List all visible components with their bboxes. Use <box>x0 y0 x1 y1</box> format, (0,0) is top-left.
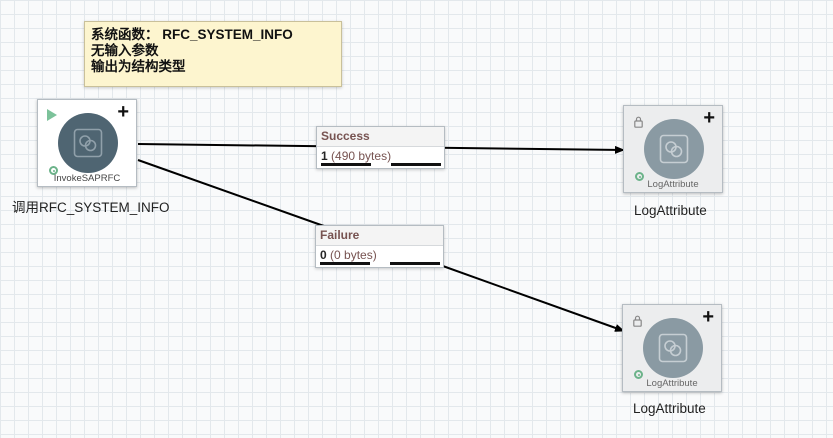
processor-invoke-saprfc[interactable]: + InvokeSAPRFC <box>37 99 137 187</box>
processor-log-attribute-success[interactable]: + LogAttribute <box>623 105 723 193</box>
connection-queue: 0 (0 bytes) <box>316 246 443 267</box>
connection-success[interactable]: Success 1 (490 bytes) <box>316 126 445 169</box>
processor-icon <box>644 119 704 179</box>
queued-size: (0 bytes) <box>330 248 377 262</box>
run-status-icon <box>49 166 58 175</box>
connection-queue: 1 (490 bytes) <box>317 147 444 168</box>
link-icon <box>73 128 103 158</box>
queued-size: (490 bytes) <box>331 149 392 163</box>
processor-icon <box>58 113 118 173</box>
link-icon <box>658 333 688 363</box>
add-icon[interactable]: + <box>703 107 715 129</box>
connection-failure[interactable]: Failure 0 (0 bytes) <box>315 225 444 268</box>
processor-name: LogAttribute <box>634 203 707 218</box>
processor-name: 调用RFC_SYSTEM_INFO <box>12 200 170 215</box>
run-status-icon <box>634 370 643 379</box>
add-icon[interactable]: + <box>117 101 129 123</box>
lock-icon <box>633 315 642 327</box>
queued-count: 0 <box>320 248 327 262</box>
queue-bar-right <box>391 163 441 166</box>
run-status-icon <box>635 172 644 181</box>
connection-relationship: Failure <box>316 226 443 246</box>
lock-icon <box>634 116 643 128</box>
processor-log-attribute-failure[interactable]: + LogAttribute <box>622 304 722 392</box>
note-line-3: 输出为结构类型 <box>91 59 186 74</box>
note-line-2: 无输入参数 <box>91 43 159 58</box>
play-icon <box>47 109 57 121</box>
label-note[interactable]: 系统函数： RFC_SYSTEM_INFO 无输入参数 输出为结构类型 <box>84 21 342 87</box>
queue-bar-right <box>390 262 440 265</box>
queued-count: 1 <box>321 149 328 163</box>
queue-bar-left <box>321 163 371 166</box>
connection-relationship: Success <box>317 127 444 147</box>
processor-name: LogAttribute <box>633 401 706 416</box>
link-icon <box>659 134 689 164</box>
processor-type: LogAttribute <box>647 179 699 190</box>
note-line-1: 系统函数： RFC_SYSTEM_INFO <box>91 27 293 42</box>
processor-type: InvokeSAPRFC <box>53 173 121 184</box>
add-icon[interactable]: + <box>702 306 714 328</box>
processor-type: LogAttribute <box>646 378 698 389</box>
processor-icon <box>643 318 703 378</box>
queue-bar-left <box>320 262 370 265</box>
